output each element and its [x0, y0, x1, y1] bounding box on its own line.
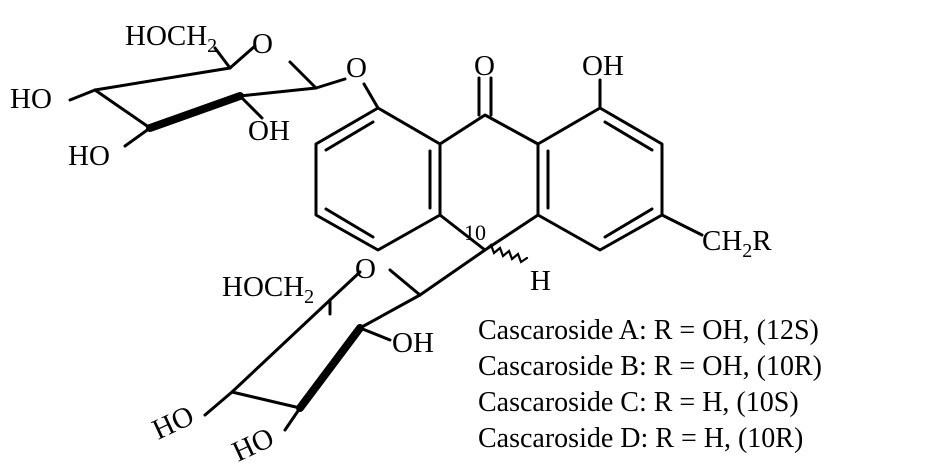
ring-o-bottom-label: O	[355, 253, 376, 285]
c4-to-c3	[93, 88, 152, 130]
ring-o-to-c5	[328, 270, 362, 302]
hoch2-top-label: HOCH2	[125, 20, 217, 57]
wavy-h-bond	[483, 243, 529, 264]
ho-bottom-top-label: HO	[68, 140, 110, 172]
top-glucose	[68, 44, 347, 148]
right-ring-double-3	[603, 120, 654, 152]
oh-right-label: OH	[582, 50, 624, 82]
c4-ho-bond	[203, 390, 234, 417]
anomeric-to-ring-o	[288, 60, 318, 90]
c3-c2-bold	[146, 92, 244, 132]
c3-c2-bold	[296, 324, 364, 412]
ch2r-bond	[660, 213, 704, 237]
ch2r-label: CH2R	[702, 225, 772, 262]
compound-a: Cascaroside A: R = OH, (12S)	[478, 315, 819, 346]
hoch2-bottom-label: HOCH2	[222, 271, 314, 308]
c3-ho-bond	[123, 126, 152, 148]
ring-o-to-c5	[228, 44, 257, 70]
right-benzene-ring	[536, 106, 664, 252]
compound-list: Cascaroside A: R = OH, (12S) Cascaroside…	[478, 313, 923, 457]
anomeric-to-ring-o	[388, 268, 422, 297]
left-benzene-ring	[314, 106, 442, 252]
right-ring-double-2	[603, 207, 654, 239]
c5-to-ch2oh	[213, 46, 232, 70]
c2-oh-bond	[238, 94, 264, 120]
ho-bottom-bottom-label: HO	[227, 422, 278, 466]
compound-b: Cascaroside B: R = OH, (10R)	[478, 351, 822, 382]
ho-bottom-left-label: HO	[147, 400, 198, 447]
c5-to-c4	[230, 298, 332, 394]
c10-to-anomeric	[418, 248, 487, 297]
c3-ho-bond	[283, 406, 302, 432]
left-ring-double-2	[324, 207, 375, 239]
o-to-anomeric	[314, 77, 347, 90]
compound-d: Cascaroside D: R = H, (10R)	[478, 423, 804, 454]
compound-c: Cascaroside C: R = H, (10S)	[478, 387, 799, 418]
oh-top-c2-label: OH	[248, 115, 290, 147]
oh-bottom-c2-label: OH	[392, 327, 434, 359]
o-link-label: O	[346, 52, 367, 84]
left-ring-double-3	[324, 120, 375, 152]
central-ring-bottom	[438, 213, 540, 252]
anthrone-core	[314, 76, 704, 264]
c2-to-c1	[358, 293, 422, 330]
c2-to-c1	[238, 86, 318, 98]
ketone-o-label: O	[474, 50, 495, 82]
c4-to-c3	[230, 390, 302, 410]
c5-to-c4	[93, 66, 232, 92]
bottom-glucose	[203, 248, 487, 432]
ho-left-top-label: HO	[10, 83, 52, 115]
central-ring-top	[438, 113, 540, 146]
o-link-bond	[362, 82, 380, 110]
h-c10-label: H	[530, 265, 551, 297]
c10-number-label: 10	[464, 220, 486, 245]
c2-oh-bond	[358, 326, 392, 342]
c4-ho-bond	[68, 88, 97, 102]
ring-o-top-label: O	[252, 28, 273, 60]
